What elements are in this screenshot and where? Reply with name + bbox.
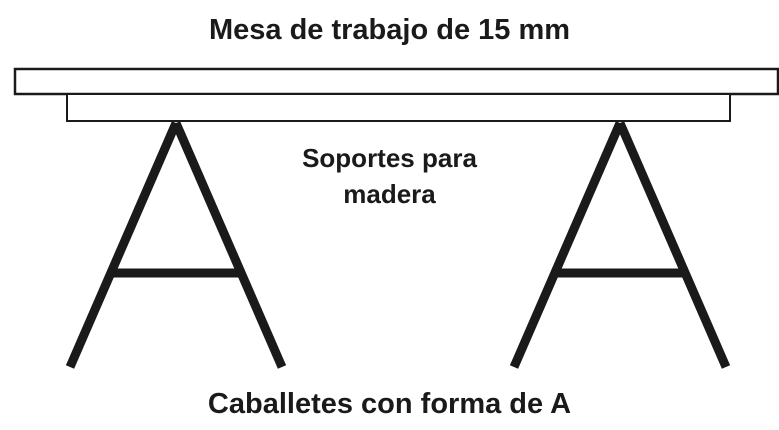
sawhorse-label: Caballetes con forma de A — [207, 388, 572, 420]
supports-label-line1: Soportes para — [302, 143, 477, 173]
supports-label: Soportes para madera — [0, 140, 779, 212]
right-sawhorse-leg-left — [509, 121, 625, 369]
right-sawhorse — [509, 121, 731, 369]
left-sawhorse-leg-left — [65, 121, 181, 369]
left-sawhorse — [65, 121, 287, 369]
table-top-board — [13, 67, 779, 96]
left-sawhorse-leg-right — [171, 121, 287, 369]
right-sawhorse-leg-right — [615, 121, 731, 369]
supports-label-line2: madera — [343, 179, 436, 209]
wood-support-board — [66, 93, 731, 122]
table-label: Mesa de trabajo de 15 mm — [208, 14, 571, 46]
